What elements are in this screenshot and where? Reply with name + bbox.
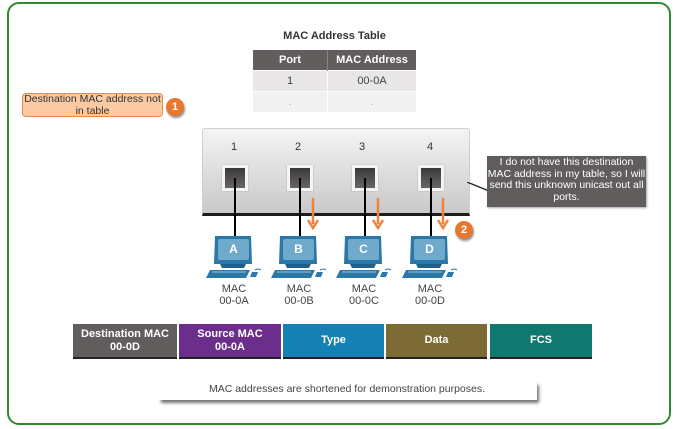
field-name: FCS: [530, 334, 552, 346]
mac-address-table: Port MAC Address 1 00-0A . .: [253, 50, 416, 112]
computer-icon: [336, 236, 392, 278]
pc-host-a: A: [206, 234, 262, 282]
computer-icon: [271, 236, 327, 278]
cell-mac: 00-0A: [327, 70, 416, 92]
mac-caption: MAC: [417, 283, 443, 295]
port-label-3: 3: [358, 141, 366, 153]
table-row: . .: [253, 91, 416, 112]
header-mac-address: MAC Address: [327, 50, 416, 71]
host-letter: C: [359, 242, 368, 256]
mac-caption: MAC: [221, 283, 247, 295]
step1-badge: 1: [166, 98, 184, 116]
field-name: Source MAC: [197, 327, 263, 340]
field-name: Data: [424, 334, 449, 346]
port-label-2: 2: [294, 141, 302, 153]
flood-arrow-icon: [372, 198, 384, 231]
mac-caption: MAC: [286, 283, 312, 295]
host-letter: B: [294, 242, 303, 256]
port-label-1: 1: [230, 141, 238, 153]
cell-mac: .: [327, 91, 416, 112]
mac-caption: MAC: [351, 283, 377, 295]
table-row: 1 00-0A: [253, 70, 416, 92]
header-port: Port: [253, 50, 328, 71]
mac-value: 00-0B: [284, 295, 314, 307]
frame-field-data: Data: [386, 324, 487, 359]
cable-d: [430, 178, 432, 236]
computer-icon: [402, 236, 458, 278]
host-letter: A: [229, 242, 238, 256]
mac-value: 00-0D: [415, 295, 445, 307]
callout-pointer: [467, 182, 489, 192]
flood-arrow-icon: [437, 198, 449, 231]
cable-a: [234, 178, 236, 236]
field-value: 00-0D: [110, 340, 140, 353]
host-letter: D: [425, 242, 434, 256]
switch-callout: I do not have this destination MAC addre…: [487, 156, 646, 207]
port-label-4: 4: [426, 141, 434, 153]
footnote: MAC addresses are shortened for demonstr…: [157, 380, 537, 400]
field-name: Type: [321, 334, 346, 346]
cell-port: 1: [253, 70, 328, 92]
pc-host-c: C: [336, 234, 392, 282]
frame-field-type: Type: [283, 324, 384, 359]
mac-table-title: MAC Address Table: [283, 30, 386, 42]
flood-arrow-icon: [307, 198, 319, 231]
mac-value: 00-0C: [349, 295, 379, 307]
pc-host-b: B: [271, 234, 327, 282]
cable-b: [299, 178, 301, 236]
cell-port: .: [253, 91, 328, 112]
step1-note: Destination MAC address not in table: [22, 93, 163, 117]
field-value: 00-0A: [215, 340, 245, 353]
field-name: Destination MAC: [81, 327, 169, 340]
frame-field-fcs: FCS: [490, 324, 592, 359]
cable-c: [364, 178, 366, 236]
diagram-frame: [7, 2, 671, 425]
pc-host-d: D: [402, 234, 458, 282]
computer-icon: [206, 236, 262, 278]
step2-badge: 2: [455, 221, 473, 239]
table-header-row: Port MAC Address: [253, 50, 416, 71]
mac-value: 00-0A: [219, 295, 249, 307]
